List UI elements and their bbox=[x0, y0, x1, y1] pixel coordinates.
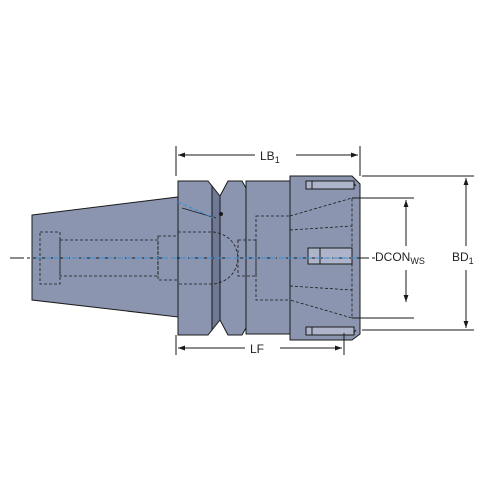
dimension-lf bbox=[175, 333, 345, 355]
dimension-dcon bbox=[352, 197, 414, 319]
dimension-lf-label: LF bbox=[250, 342, 264, 356]
dimension-bd1-label: BD1 bbox=[452, 250, 474, 266]
taper-shank bbox=[31, 196, 179, 318]
nut-details bbox=[305, 180, 357, 336]
dimension-lb1-label: LB1 bbox=[260, 149, 280, 165]
centerline bbox=[10, 201, 375, 259]
drive-key bbox=[181, 207, 223, 219]
dimension-lb1 bbox=[175, 146, 361, 176]
dimension-bd1 bbox=[362, 175, 474, 331]
dimension-dcon-label: DCONWS bbox=[375, 250, 425, 266]
